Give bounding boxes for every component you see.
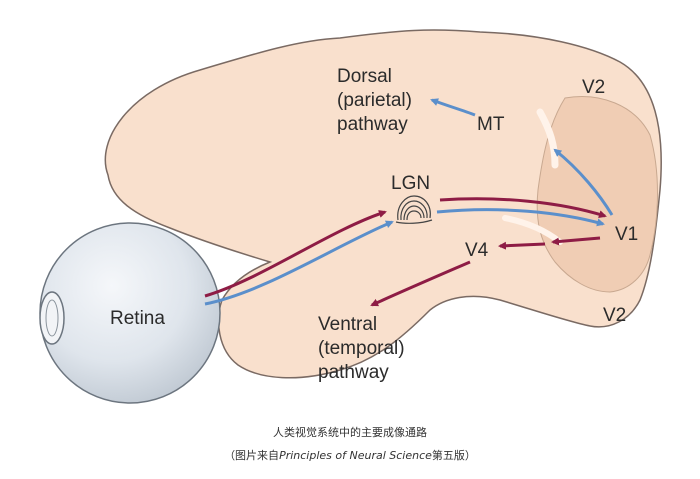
visual-pathway-diagram: Dorsal (parietal) pathway Ventral (tempo…: [39, 29, 662, 404]
v4-to-ventral-red-arrow: [370, 260, 471, 307]
ventral-label: Ventral (temporal) pathway: [318, 314, 410, 383]
caption-source-suffix: 第五版）: [431, 449, 476, 462]
v4-label: V4: [465, 240, 489, 261]
retina-to-lgn-red-arrow: [204, 210, 387, 298]
mt-to-dorsal-blue-arrow: [430, 98, 476, 117]
v1-label: V1: [615, 224, 638, 245]
v1-to-v4-red-arrow-a: [551, 236, 601, 246]
lgn-to-v1-red-arrow: [439, 197, 607, 219]
retina-to-lgn-blue-arrow: [204, 220, 394, 306]
retina-label: Retina: [110, 308, 165, 329]
caption-book-title: Principles of Neural Science: [279, 449, 432, 462]
v1-to-mt-blue-arrow: [553, 148, 614, 216]
dorsal-label: Dorsal (parietal) pathway: [337, 66, 417, 135]
v1-to-v4-red-arrow-b: [498, 241, 546, 250]
mt-label: MT: [477, 114, 505, 135]
lgn-nucleus: [395, 195, 433, 224]
caption-title: 人类视觉系统中的主要成像通路: [273, 426, 427, 439]
lgn-to-v1-blue-arrow: [436, 208, 605, 227]
pupil: [39, 291, 65, 345]
ventral-pathway-arrows: [204, 197, 607, 307]
lgn-label: LGN: [391, 173, 430, 194]
v2-top-label: V2: [582, 77, 605, 98]
sulcus-line: [536, 108, 559, 169]
dorsal-pathway-arrows: [204, 98, 614, 306]
caption-source-prefix: （图片来自: [224, 449, 280, 462]
caption-source: （图片来自Principles of Neural Science第五版）: [0, 447, 700, 463]
v2-bottom-label: V2: [603, 305, 626, 326]
eye: [39, 222, 221, 404]
